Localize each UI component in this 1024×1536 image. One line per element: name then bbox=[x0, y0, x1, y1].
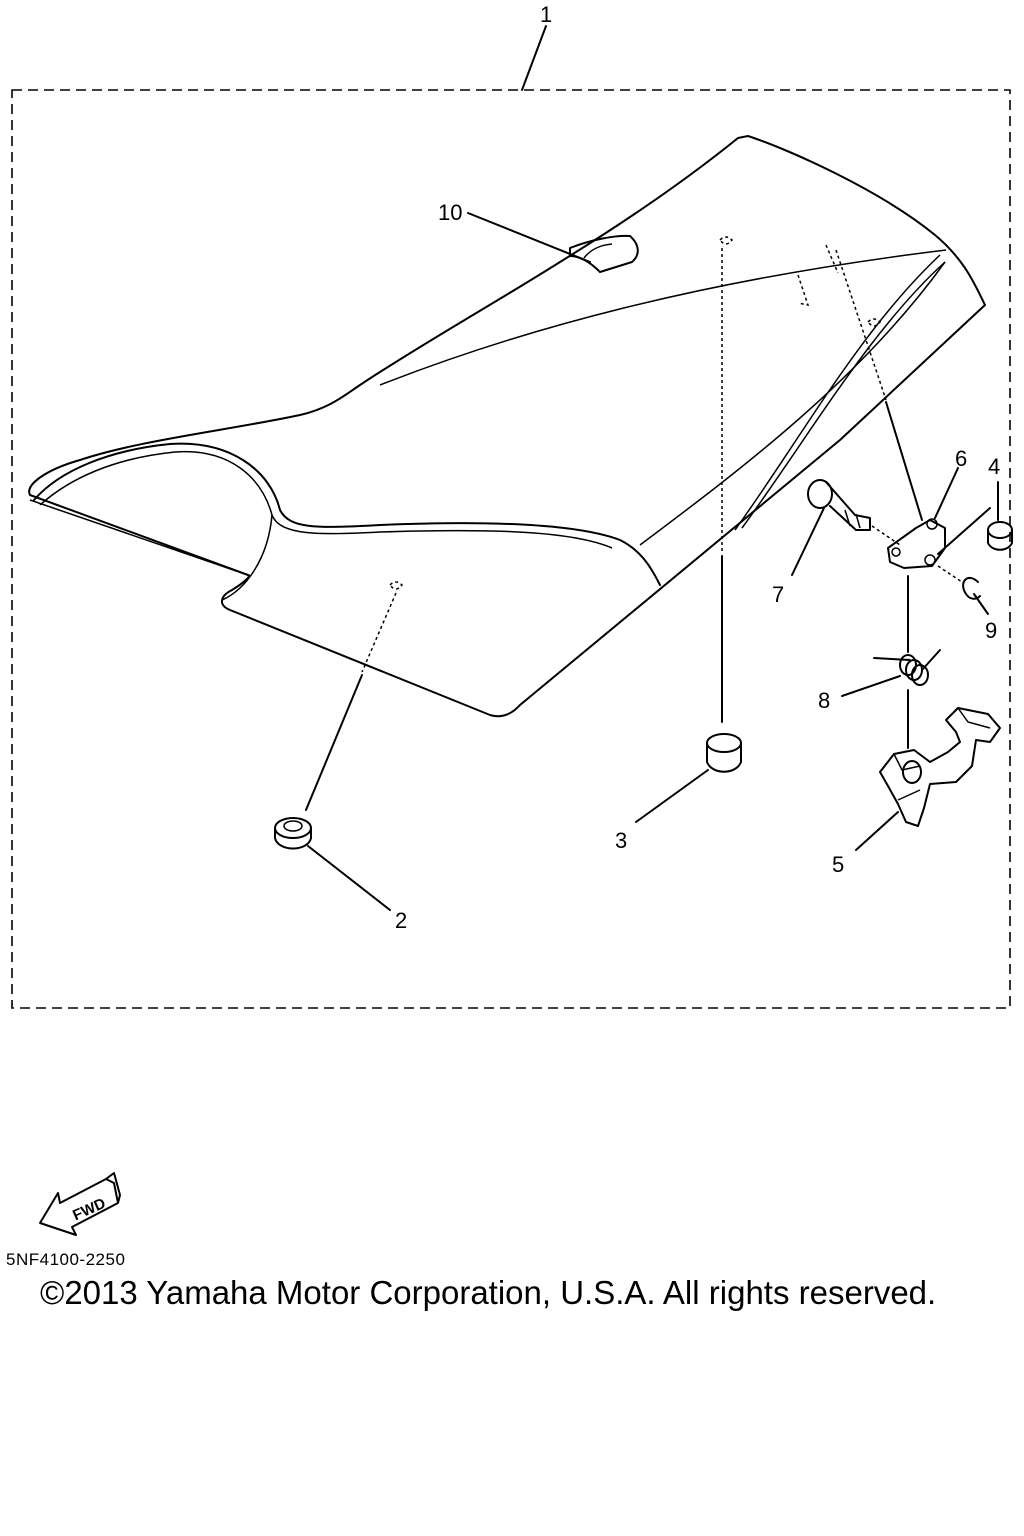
callout-5: 5 bbox=[832, 852, 844, 877]
callout-9: 9 bbox=[985, 618, 997, 643]
seat-exploded-diagram: 1 10 2 bbox=[11, 2, 1013, 1009]
leader-7 bbox=[791, 507, 825, 576]
clip-9 bbox=[962, 576, 981, 600]
callout-7: 7 bbox=[772, 582, 784, 607]
fwd-arrow-icon: FWD bbox=[36, 1165, 126, 1240]
leader-1 bbox=[521, 25, 547, 91]
leader-10 bbox=[467, 212, 591, 263]
guide-2 bbox=[305, 674, 363, 811]
leader-6 bbox=[934, 467, 959, 519]
callout-2: 2 bbox=[395, 908, 407, 933]
damper-2 bbox=[274, 817, 312, 850]
guide-6-dashed bbox=[835, 249, 887, 401]
seat-body bbox=[28, 135, 986, 718]
copyright-notice: ©2013 Yamaha Motor Corporation, U.S.A. A… bbox=[40, 1274, 937, 1311]
guide-6 bbox=[885, 401, 923, 521]
seat-strap bbox=[569, 234, 639, 273]
dash-6-9 bbox=[937, 565, 963, 583]
callout-10: 10 bbox=[438, 200, 462, 225]
leader-3 bbox=[635, 769, 709, 823]
seat-mount-marks bbox=[389, 236, 881, 590]
callout-3: 3 bbox=[615, 828, 627, 853]
leader-2 bbox=[307, 845, 391, 911]
guide-2-dashed bbox=[361, 592, 397, 673]
diagram-code: 5NF4100-2250 bbox=[6, 1250, 126, 1269]
callout-8: 8 bbox=[818, 688, 830, 713]
latch-5 bbox=[879, 707, 1001, 827]
damper-3 bbox=[706, 733, 742, 773]
leader-5 bbox=[855, 811, 899, 851]
callout-1: 1 bbox=[540, 2, 552, 27]
leader-8 bbox=[841, 675, 901, 697]
callout-6: 6 bbox=[955, 446, 967, 471]
leader-9 bbox=[973, 593, 989, 615]
spring-8 bbox=[873, 649, 941, 686]
assembly-frame bbox=[11, 89, 1011, 1009]
guide-4 bbox=[937, 507, 991, 555]
bolt-7 bbox=[807, 479, 871, 531]
callout-4: 4 bbox=[988, 454, 1000, 479]
nut-4 bbox=[987, 521, 1013, 551]
